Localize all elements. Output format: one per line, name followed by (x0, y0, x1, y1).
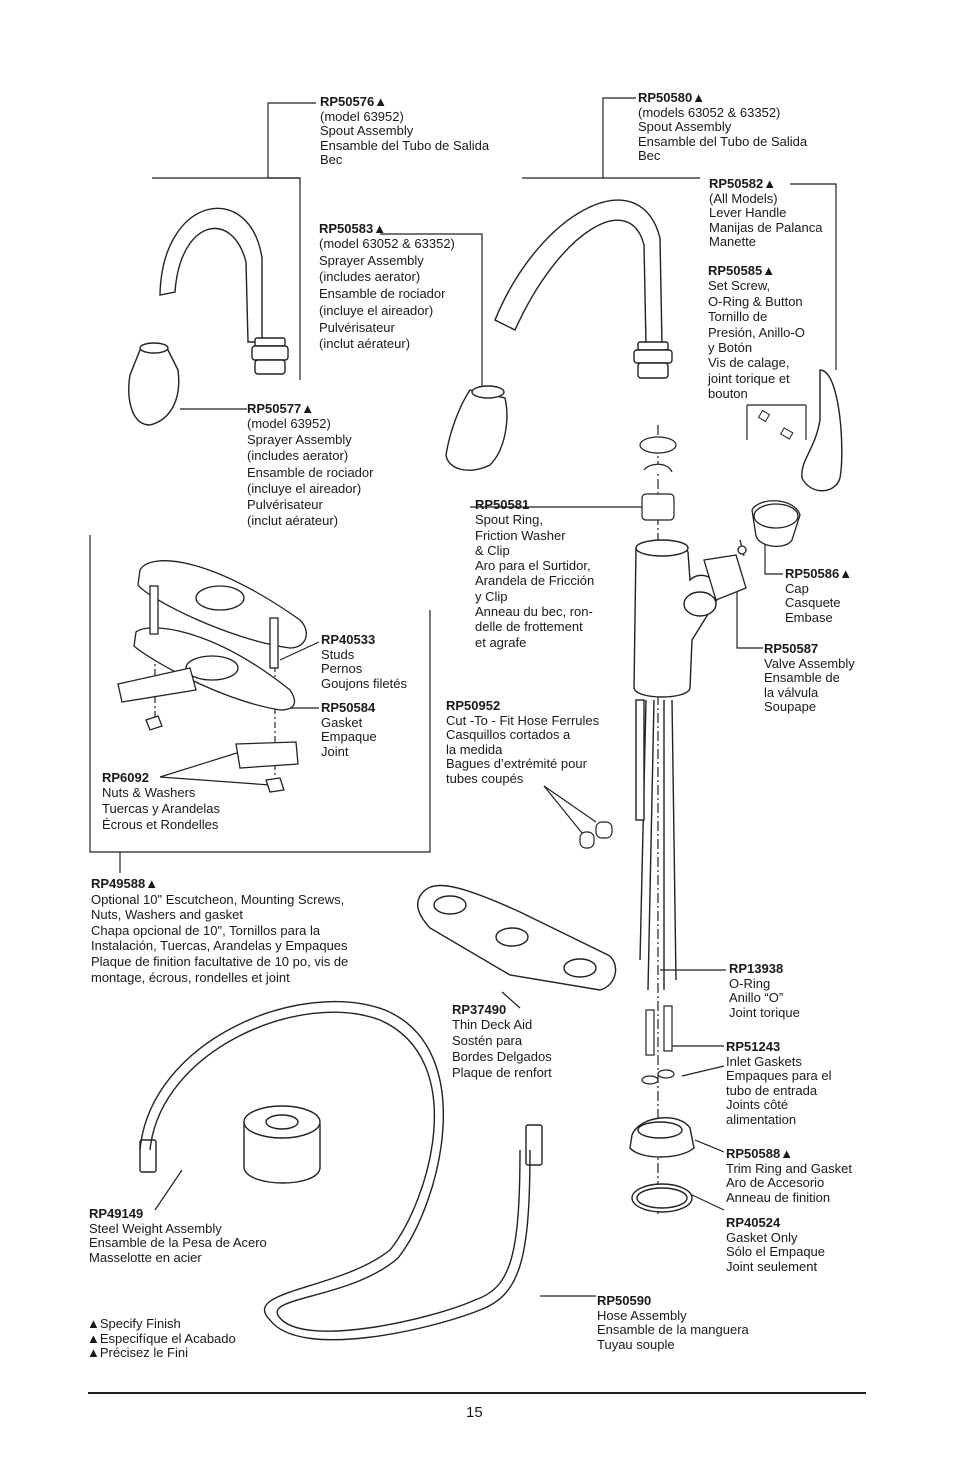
part-label-rp40533: RP40533 Studs Pernos Goujons filetés (321, 632, 407, 691)
part-label-rp50580: RP50580▲ (models 63052 & 63352) Spout As… (638, 90, 808, 164)
part-label-rp50581: RP50581 Spout Ring, Friction Washer & Cl… (475, 497, 595, 650)
part-label-rp50586: RP50586▲ Cap Casquete Embase (785, 566, 853, 625)
part-label-rp50587: RP50587 Valve Assembly Ensamble de la vá… (764, 641, 855, 715)
part-label-rp40524: RP40524 Gasket Only Sólo el Empaque Join… (726, 1215, 826, 1274)
finish-legend: ▲Specify Finish ▲Especifíque el Acabado … (87, 1316, 236, 1361)
part-label-rp50582: RP50582▲ (All Models) Lever Handle Manij… (709, 176, 823, 250)
part-label-rp50590: RP50590 Hose Assembly Ensamble de la man… (597, 1293, 749, 1352)
part-label-rp50583: RP50583▲ (model 63052 & 63352) Sprayer A… (319, 221, 455, 352)
part-label-rp51243: RP51243 Inlet Gaskets Empaques para el t… (726, 1039, 832, 1127)
part-label-rp49588: RP49588▲ Optional 10" Escutcheon, Mounti… (91, 876, 349, 985)
part-label-rp37490: RP37490 Thin Deck Aid Sostén para Bordes… (452, 1002, 552, 1081)
part-label-rp50588: RP50588▲ Trim Ring and Gasket Aro de Acc… (726, 1146, 852, 1205)
part-label-rp49149: RP49149 Steel Weight Assembly Ensamble d… (89, 1206, 267, 1265)
part-label-rp50584: RP50584 Gasket Empaque Joint (321, 700, 377, 759)
part-label-rp50585: RP50585▲ Set Screw, O-Ring & Button Torn… (708, 263, 805, 402)
part-label-rp13938: RP13938 O-Ring Anillo “O” Joint torique (729, 961, 800, 1020)
part-label-rp50576: RP50576▲ (model 63952) Spout Assembly En… (320, 94, 490, 168)
part-label-rp50577: RP50577▲ (model 63952) Sprayer Assembly … (247, 401, 374, 529)
part-label-rp6092: RP6092 Nuts & Washers Tuercas y Arandela… (102, 770, 221, 833)
footer-rule (88, 1392, 866, 1394)
part-label-rp50952: RP50952 Cut -To - Fit Hose Ferrules Casq… (446, 698, 600, 786)
page-number: 15 (466, 1404, 483, 1421)
